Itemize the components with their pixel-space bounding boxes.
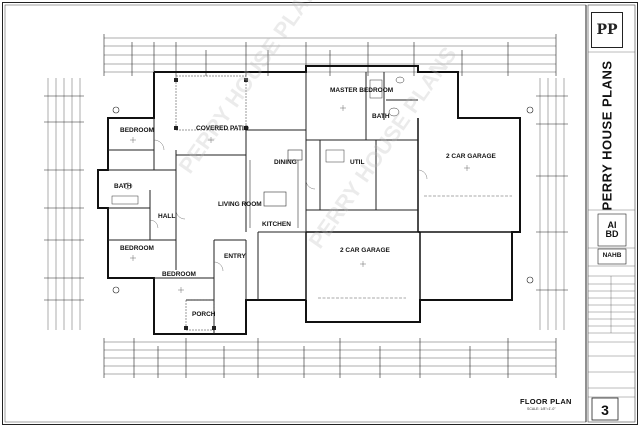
sheet-title: FLOOR PLAN bbox=[520, 397, 572, 406]
company-monogram-logo: PP bbox=[591, 12, 623, 48]
columns bbox=[174, 78, 248, 330]
aibd-line-2: BD bbox=[605, 229, 619, 239]
kitchen-fixtures bbox=[249, 149, 303, 228]
company-name-text: PERRY HOUSE PLANS bbox=[599, 59, 615, 211]
room-label-master-bedroom: MASTER BEDROOM bbox=[330, 87, 393, 94]
garage-doors bbox=[318, 195, 512, 299]
page-number-box bbox=[591, 397, 619, 421]
room-label-dining: DINING bbox=[274, 159, 297, 166]
exterior-walls bbox=[97, 65, 521, 335]
bath-fixtures bbox=[111, 76, 405, 205]
watermark-text-1: PERRY HOUSE PLANS bbox=[174, 0, 332, 178]
ceiling-marks bbox=[130, 105, 470, 293]
room-label-covered-patio: COVERED PATIO bbox=[196, 125, 249, 132]
room-label-utility: UTIL bbox=[350, 159, 364, 166]
inner-border bbox=[4, 4, 587, 423]
room-label-living-room: LIVING ROOM bbox=[218, 201, 262, 208]
watermark-text-2: PERRY HOUSE PLANS bbox=[304, 42, 462, 253]
garage-walls bbox=[305, 118, 512, 300]
sheet-scale: SCALE: 1/8"=1'-0" bbox=[527, 407, 556, 411]
aibd-badge: AI BD bbox=[600, 221, 624, 239]
room-label-entry: ENTRY bbox=[224, 253, 246, 260]
room-label-bedroom-w: BEDROOM bbox=[120, 245, 154, 252]
patio-outline bbox=[175, 75, 247, 331]
room-label-garage-right: 2 CAR GARAGE bbox=[446, 153, 497, 160]
company-name: PERRY HOUSE PLANS bbox=[589, 60, 625, 210]
aibd-line-1: AI bbox=[607, 220, 617, 230]
room-labels: MASTER BEDROOM BATH COVERED PATIO BEDROO… bbox=[114, 87, 497, 318]
title-block bbox=[587, 4, 636, 423]
room-label-kitchen: KITCHEN bbox=[262, 221, 291, 228]
nahb-badge: NAHB bbox=[602, 252, 622, 259]
room-label-bath: BATH bbox=[114, 183, 132, 190]
room-label-porch: PORCH bbox=[192, 311, 216, 318]
room-label-hall: HALL bbox=[158, 213, 175, 220]
title-block-rules bbox=[588, 51, 635, 398]
aibd-badge-box bbox=[597, 213, 627, 247]
door-swings bbox=[149, 139, 428, 272]
room-label-bedroom-sw: BEDROOM bbox=[162, 271, 196, 278]
nahb-badge-box bbox=[597, 248, 627, 265]
room-label-bedroom-nw: BEDROOM bbox=[120, 127, 154, 134]
room-label-garage-center: 2 CAR GARAGE bbox=[340, 247, 391, 254]
section-markers bbox=[112, 106, 534, 294]
room-label-master-bath: BATH bbox=[372, 113, 390, 120]
sheet-number: 3 bbox=[601, 402, 609, 418]
